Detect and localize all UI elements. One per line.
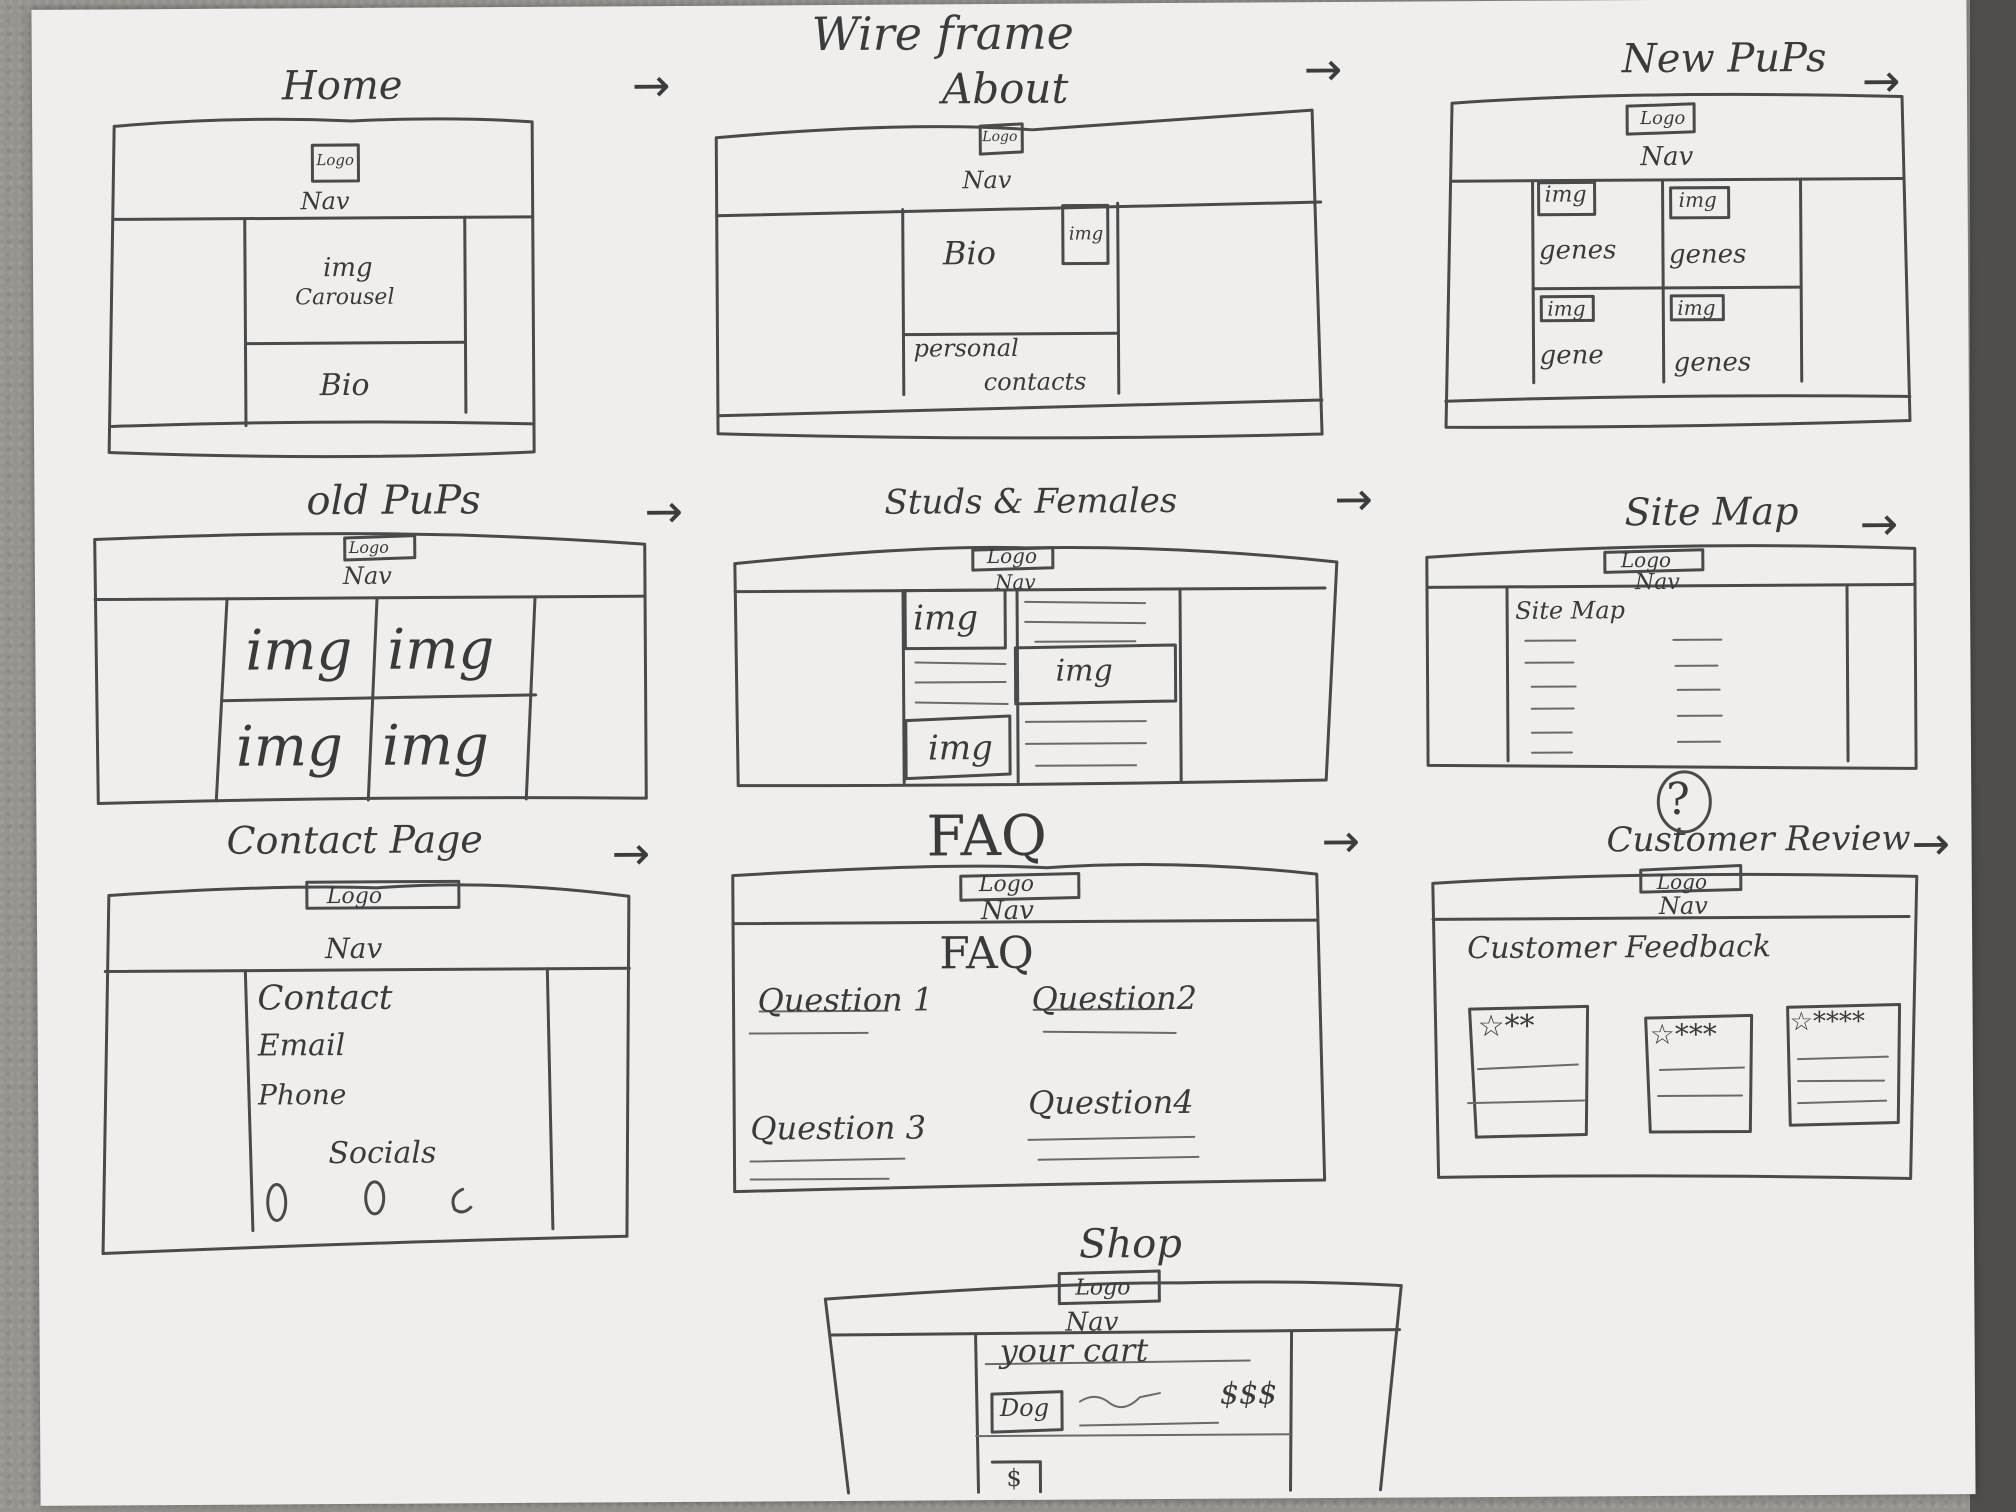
old-pups-sketch [93, 532, 648, 806]
contact-label: Contact [257, 977, 393, 1019]
question-4: Question4 [1028, 1082, 1194, 1122]
img-label: img [927, 728, 993, 769]
img-label: img [235, 714, 344, 780]
table-edge [1970, 0, 2016, 1512]
img-label: img [1678, 187, 1717, 212]
wireframe-paper: Wire frame → → → → → → → → → Home Logo N… [31, 0, 1976, 1506]
faq-heading: FAQ [939, 927, 1034, 980]
contact-sketch [101, 879, 631, 1256]
home-sketch [107, 117, 536, 459]
site-map-heading: Site Map [1515, 596, 1626, 625]
question-3: Question 3 [750, 1108, 927, 1148]
price-label: $$$ [1219, 1376, 1278, 1412]
nav-label: Nav [342, 561, 392, 591]
review-stars: ☆**** [1789, 1006, 1866, 1038]
img-label: img [322, 252, 373, 284]
frame-studs-females: Studs & Females Logo Nav img img img [724, 480, 1366, 804]
frame-customer-review: ? Customer Review Logo Nav Customer Feed… [1396, 768, 1959, 1191]
studs-sketch [733, 545, 1339, 788]
img-label: img [245, 617, 353, 684]
nav-label: Nav [962, 165, 1012, 195]
about-sketch [714, 108, 1324, 440]
question-1: Question 1 [757, 980, 934, 1020]
logo-label: Logo [316, 150, 355, 170]
shop-sketch [823, 1269, 1403, 1495]
new-pups-sketch [1444, 92, 1912, 429]
email-label: Email [257, 1028, 346, 1064]
genes-label: genes [1668, 239, 1747, 270]
nav-label: Nav [980, 895, 1035, 927]
bio-label: Bio [319, 367, 370, 404]
frame-shop: Shop Logo Nav your cart Dog $$$ $ [779, 1219, 1461, 1503]
faq-sketch [731, 863, 1327, 1194]
logo-label: Logo [348, 537, 389, 557]
img-label: img [1055, 653, 1113, 689]
frame-home: Home Logo Nav img Carousel Bio [102, 61, 624, 464]
feedback-heading: Customer Feedback [1467, 929, 1772, 967]
site-map-sketch [1425, 544, 1918, 770]
personal-label: personal [913, 333, 1019, 363]
img-label: img [1677, 295, 1716, 320]
arrow-icon: → [631, 58, 671, 113]
nav-label: Nav [1658, 891, 1708, 920]
frame-site-map: Site Map Logo Nav Site Map [1414, 488, 1956, 791]
dog-label: Dog [999, 1393, 1050, 1423]
frame-new-pups: New PuPs Logo Nav img img genes genes im… [1432, 28, 1955, 451]
frame-old-pups: old PuPs Logo Nav img img img img [84, 476, 686, 820]
frame-contact: Contact Page Logo Nav Contact Email Phon… [76, 816, 659, 1280]
img-label: img [381, 713, 490, 779]
img-label: img [913, 598, 979, 639]
logo-label: Logo [978, 871, 1035, 898]
pay-label: $ [1006, 1463, 1022, 1492]
logo-label: Logo [326, 883, 383, 910]
logo-label: Logo [982, 128, 1018, 146]
review-stars: ☆*** [1649, 1017, 1717, 1052]
nav-label: Nav [1640, 141, 1694, 173]
gene-label: gene [1539, 340, 1604, 371]
review-sketch [1431, 770, 1919, 1180]
nav-label: Nav [325, 931, 383, 966]
question-2: Question2 [1031, 978, 1198, 1018]
nav-label: Nav [994, 569, 1036, 595]
carousel-label: Carousel [295, 284, 395, 311]
bio-label: Bio [942, 234, 997, 273]
review-stars: ☆** [1477, 1008, 1535, 1045]
logo-label: Logo [986, 543, 1038, 569]
contacts-label: contacts [983, 367, 1087, 397]
nav-label: Nav [1634, 569, 1680, 596]
socials-label: Socials [328, 1135, 437, 1172]
logo-label: Logo [1620, 547, 1672, 573]
logo-label: Logo [1640, 107, 1686, 130]
phone-label: Phone [257, 1078, 347, 1112]
logo-label: Logo [1656, 869, 1708, 895]
img-label: img [1544, 182, 1587, 208]
img-label: img [1547, 296, 1586, 321]
logo-label: Logo [1075, 1275, 1131, 1301]
genes-label: genes [1673, 347, 1752, 378]
sheet-title: Wire frame [811, 5, 1075, 62]
img-label: img [387, 617, 495, 683]
genes-label: genes [1538, 235, 1617, 266]
nav-label: Nav [300, 186, 350, 216]
frame-faq: FAQ Logo Nav FAQ Question 1 Question2 Qu… [696, 802, 1359, 1226]
frame-about: About Logo Nav Bio img personal contacts [712, 62, 1354, 466]
img-label: img [1068, 223, 1104, 245]
cart-label: your cart [999, 1331, 1149, 1371]
